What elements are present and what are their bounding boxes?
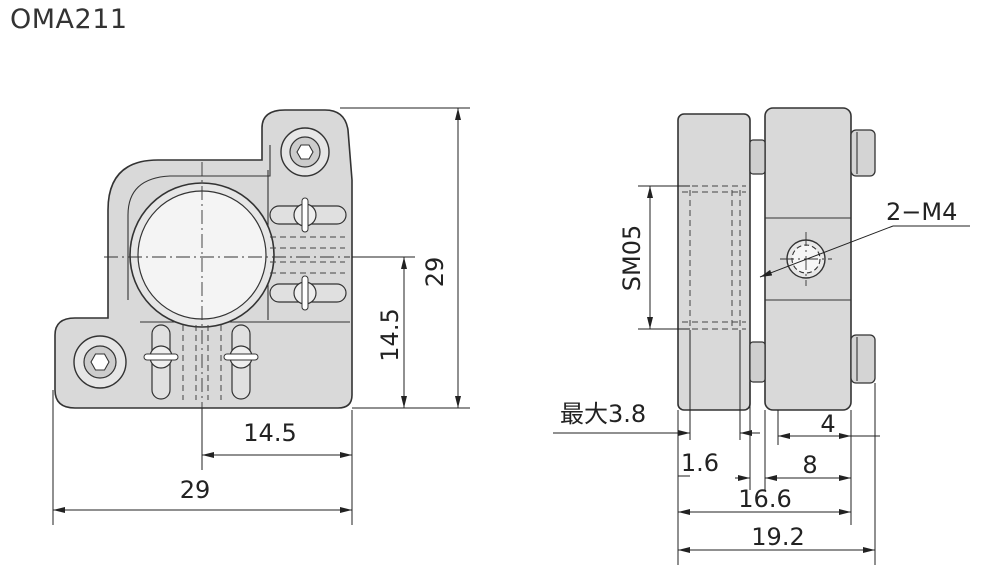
right-clamp-screw-lower-icon (269, 275, 347, 311)
dim-19-2: 19.2 (751, 523, 804, 551)
dim-16-6: 16.6 (738, 485, 791, 513)
dim-height-total: 29 (421, 257, 449, 288)
dim-8: 8 (802, 451, 817, 479)
side-upper-spacer (749, 139, 766, 175)
side-lower-spacer (749, 341, 766, 383)
dim-height-center: 14.5 (376, 308, 404, 361)
front-view (54, 109, 353, 409)
dim-width-total: 29 (180, 476, 211, 504)
front-body-inner-edge (127, 145, 271, 300)
front-view-dimensions: 29 14.5 14.5 29 (52, 107, 470, 525)
bottom-clamp-screw-right-icon (223, 324, 259, 400)
side-left-plate (677, 113, 751, 411)
right-clamp-screw-upper-icon (269, 197, 347, 233)
bottom-clamp-screw-left-icon (143, 324, 179, 400)
dim-4: 4 (820, 410, 835, 438)
sm05-label: SM05 (618, 225, 646, 291)
side-view-dimensions: SM05 2−M4 最大3.8 4 1.6 8 16.6 (553, 185, 970, 565)
part-number-title: OMA211 (10, 4, 128, 35)
side-view (677, 107, 876, 411)
left-hex-socket-icon (90, 353, 110, 371)
side-upper-screw-head-icon (850, 129, 876, 177)
max-thickness-label: 最大3.8 (560, 400, 646, 428)
side-lower-screw-head-icon (850, 334, 876, 384)
dim-1-6: 1.6 (681, 449, 719, 477)
m4-bolt-label: 2−M4 (886, 198, 957, 226)
dim-width-center: 14.5 (243, 419, 296, 447)
top-hex-socket-icon (296, 144, 314, 160)
